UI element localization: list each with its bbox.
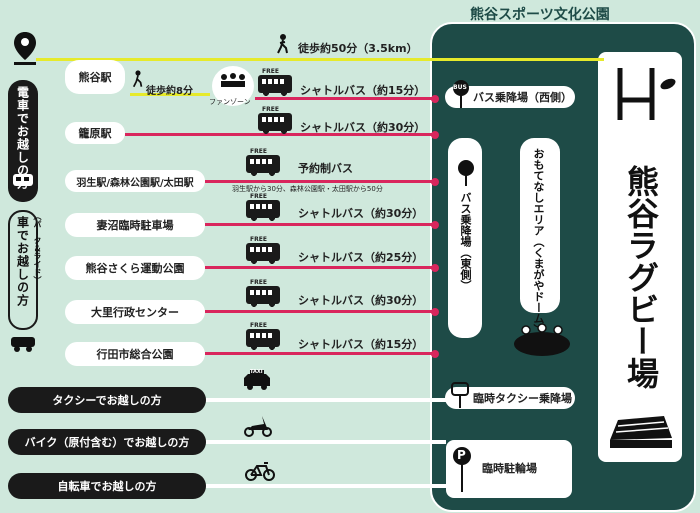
walker-icon xyxy=(276,34,290,58)
car-sidebar: 車でお越しの方 xyxy=(8,210,38,330)
bus-stop-icon xyxy=(456,160,476,190)
taxi-stop-icon xyxy=(451,382,469,414)
fans-icon xyxy=(218,72,248,92)
route-end-dot xyxy=(431,308,439,316)
bus-icon xyxy=(246,155,280,176)
shuttle-line-6 xyxy=(205,352,435,355)
bus-icon xyxy=(246,243,280,264)
route-label-6: シャトルバス（約15分） xyxy=(298,338,424,351)
shuttle-line-4 xyxy=(205,266,435,269)
free-tag: FREE xyxy=(250,193,267,200)
bus-sign-text: BUS xyxy=(453,84,467,91)
taxi-line xyxy=(206,398,446,402)
location-pin-icon xyxy=(12,30,38,70)
bus-icon xyxy=(246,200,280,221)
bus-sign-icon xyxy=(451,80,471,114)
origin-sakura: 熊谷さくら運動公園 xyxy=(65,256,205,280)
bus-icon xyxy=(258,113,292,134)
origin-menuma: 妻沼臨時駐車場 xyxy=(65,213,205,237)
taxi-stop-pill: 臨時タクシー乗降場 xyxy=(445,387,575,409)
motorbike-mode-pill: バイク（原付含む）でお越しの方 xyxy=(8,429,206,455)
car-icon xyxy=(10,334,36,356)
omotenashi-label: おもてなしエリア（くまがやドーム） xyxy=(532,148,545,335)
stadium-panel xyxy=(598,52,682,462)
parking-label: 臨時駐輪場 xyxy=(482,462,537,475)
bus-icon xyxy=(246,329,280,350)
bicycle-line xyxy=(206,484,446,488)
route-end-dot xyxy=(431,178,439,186)
free-tag: FREE xyxy=(262,106,279,113)
bus-icon xyxy=(246,286,280,307)
free-tag: FREE xyxy=(250,148,267,155)
dome-icon xyxy=(512,322,572,362)
route-label-4: シャトルバス（約25分） xyxy=(298,251,424,264)
stadium-icon xyxy=(608,412,674,452)
train-sidebar-label: 電車でお越しの方 xyxy=(15,86,30,190)
origin-kumagaya: 熊谷駅 xyxy=(65,60,125,94)
route-label-2: 予約制バス xyxy=(298,162,353,175)
free-tag: FREE xyxy=(262,68,279,75)
taxi-sign: TAXI xyxy=(250,369,263,375)
fanzone-label: ファンゾーン xyxy=(209,98,251,106)
route-end-dot xyxy=(431,131,439,139)
omotenashi-panel xyxy=(520,138,560,313)
origin-kagohara: 籠原駅 xyxy=(65,122,125,144)
parking-glyph: P xyxy=(457,448,466,462)
parking-icon xyxy=(452,446,472,498)
walk-short-label: 徒歩約8分 xyxy=(146,86,193,97)
motorbike-line xyxy=(206,440,446,444)
car-sidebar-label: 車でお越しの方 xyxy=(15,216,30,307)
park-ride-label: （パーク＆ライド） xyxy=(33,212,42,284)
free-tag: FREE xyxy=(250,279,267,286)
bus-stop-west-pill: バス乗降場（西側） xyxy=(445,86,575,108)
shuttle-line-3 xyxy=(205,223,435,226)
origin-osato: 大里行政センター xyxy=(65,300,205,324)
origin-hanyu: 羽生駅/森林公園駅/太田駅 xyxy=(65,170,205,192)
route-label-0: シャトルバス（約15分） xyxy=(300,84,426,97)
route-end-dot xyxy=(431,350,439,358)
shuttle-line-1 xyxy=(125,133,435,136)
origin-gyoda: 行田市総合公園 xyxy=(65,342,205,366)
scooter-icon xyxy=(242,414,274,442)
stadium-name: 熊谷ラグビー場 xyxy=(622,165,660,389)
free-tag: FREE xyxy=(250,322,267,329)
shuttle-line-5 xyxy=(205,310,435,313)
bicycle-icon xyxy=(244,460,276,486)
route-note-2: 羽生駅から30分、森林公園駅・太田駅から50分 xyxy=(232,185,383,193)
walk-short-line xyxy=(130,93,210,96)
bus-stop-east-label: バス乗降場（東側） xyxy=(459,192,472,291)
walk-label: 徒歩約50分（3.5km） xyxy=(298,42,418,55)
train-icon xyxy=(12,172,34,194)
route-end-dot xyxy=(431,95,439,103)
shuttle-line-0 xyxy=(255,97,435,100)
park-title: 熊谷スポーツ文化公園 xyxy=(470,7,610,23)
route-label-3: シャトルバス（約30分） xyxy=(298,207,424,220)
taxi-mode-pill: タクシーでお越しの方 xyxy=(8,387,206,413)
free-tag: FREE xyxy=(250,236,267,243)
bicycle-mode-pill: 自転車でお越しの方 xyxy=(8,473,206,499)
bus-icon xyxy=(258,75,292,96)
taxi-icon xyxy=(240,370,274,396)
route-end-dot xyxy=(431,221,439,229)
rugby-goal-icon xyxy=(614,64,676,124)
shuttle-line-2 xyxy=(205,180,435,183)
walk-line xyxy=(36,58,604,61)
route-label-1: シャトルバス（約30分） xyxy=(300,121,426,134)
route-end-dot xyxy=(431,264,439,272)
route-label-5: シャトルバス（約30分） xyxy=(298,294,424,307)
walker-icon xyxy=(132,70,144,92)
